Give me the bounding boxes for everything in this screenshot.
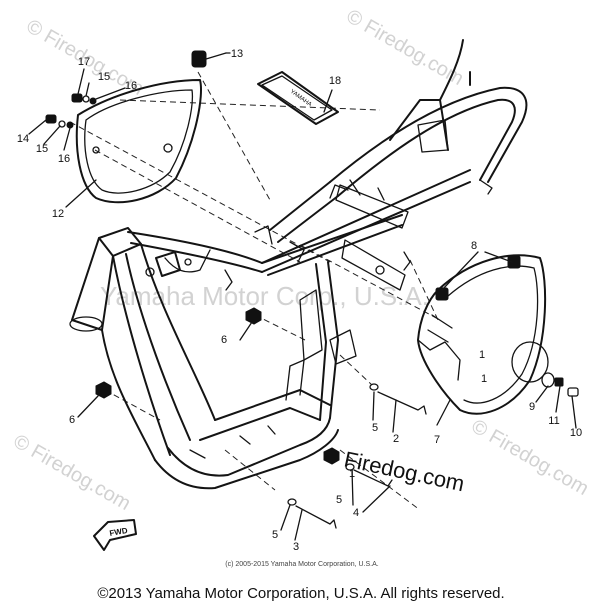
- forward-arrow: FWD: [93, 519, 137, 551]
- callout-15b: 15: [36, 143, 48, 155]
- callout-1: 1: [349, 468, 355, 480]
- callout-14: 14: [17, 133, 29, 145]
- callout-6b: 6: [69, 414, 75, 426]
- callout-16a: 16: [125, 80, 137, 92]
- firedog-overlay-text: Firedog.com: [342, 446, 467, 496]
- callout-5a: 5: [372, 422, 378, 434]
- copyright-main: ©2013 Yamaha Motor Corporation, U.S.A. A…: [97, 585, 504, 602]
- callout-6a: 6: [221, 334, 227, 346]
- callout-17: 17: [78, 56, 90, 68]
- nut-6-lower: [95, 381, 112, 399]
- callout-10: 10: [570, 427, 582, 439]
- grommet-8a: [435, 287, 449, 301]
- side-cover-mark-b: 1: [481, 373, 487, 385]
- grommet-8b: [507, 255, 521, 269]
- callout-9: 9: [529, 401, 535, 413]
- nut-4: [323, 447, 340, 465]
- callout-3: 3: [293, 541, 299, 553]
- callout-labels: 1 2 3 4 5 5 5 6 6 7 8 9 10 11 12 13 14 1…: [17, 48, 582, 553]
- screw-14: [45, 114, 57, 124]
- washer-16b: [66, 121, 74, 129]
- callout-8: 8: [471, 240, 477, 252]
- callout-5c: 5: [272, 529, 278, 541]
- washer-5-upper: [369, 383, 379, 391]
- callout-13: 13: [231, 48, 243, 60]
- forward-arrow-label: FWD: [109, 526, 129, 538]
- side-cover-mark-a: 1: [479, 349, 485, 361]
- left-side-cover: [75, 79, 202, 204]
- watermark-firedog-top-right: © Firedog.com: [343, 5, 468, 90]
- bolt-3: [295, 505, 337, 529]
- leader-lines: [28, 52, 577, 541]
- callout-18: 18: [329, 75, 341, 87]
- right-side-cover: 1 1: [417, 254, 549, 415]
- callout-12: 12: [52, 208, 64, 220]
- nut-6-upper: [245, 307, 262, 325]
- bolt-17: [71, 93, 83, 103]
- washer-15b: [58, 120, 66, 128]
- callout-4: 4: [353, 507, 359, 519]
- callout-2: 2: [393, 433, 399, 445]
- callout-7: 7: [434, 434, 440, 446]
- copyright-small: (c) 2005-2015 Yamaha Motor Corporation, …: [225, 561, 378, 568]
- callout-16b: 16: [58, 153, 70, 165]
- washer-16a: [89, 97, 97, 105]
- washer-5-middle: [345, 463, 355, 471]
- watermark-firedog-bottom-left: © Firedog.com: [10, 430, 135, 515]
- hardware: [45, 50, 579, 529]
- washer-5-lower: [287, 498, 297, 506]
- washer-15a: [82, 95, 90, 103]
- bolt-10: [567, 387, 579, 397]
- washer-9: [541, 372, 555, 388]
- assembly-lines: [69, 71, 441, 511]
- callout-15a: 15: [98, 71, 110, 83]
- nut-11: [554, 377, 564, 387]
- tag-plate: YAMAHA: [257, 71, 339, 125]
- grommet-13: [191, 50, 207, 68]
- bolt-2: [377, 391, 427, 415]
- callout-5b: 5: [336, 494, 342, 506]
- watermark-yamaha-center: Yamaha Motor Corp., U.S.A.: [100, 281, 429, 311]
- callout-11: 11: [548, 415, 559, 427]
- motorcycle-frame: [69, 39, 528, 490]
